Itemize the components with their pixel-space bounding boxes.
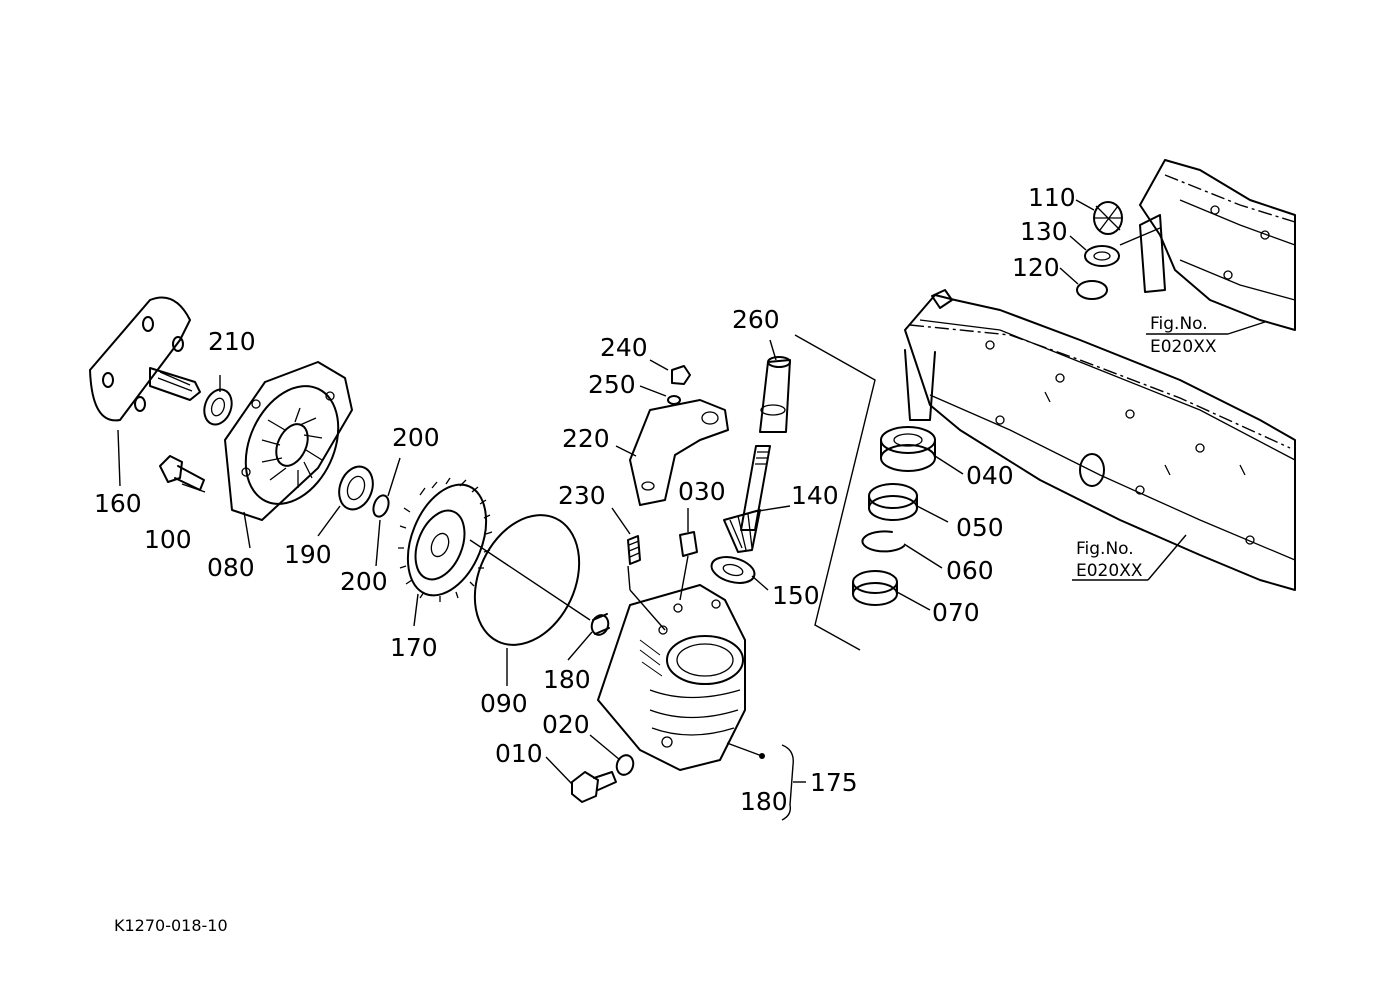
figure-ref-bottom: Fig.No. E020XX (1076, 539, 1143, 581)
callout-180-top: 180 (543, 665, 591, 694)
callout-150: 150 (772, 581, 820, 610)
part-070-bearing (852, 570, 898, 606)
callout-090: 090 (480, 689, 528, 718)
part-050-seal (868, 483, 918, 521)
part-100-bolt (159, 455, 205, 491)
part-230-stud (627, 535, 641, 565)
part-010-bolt (571, 771, 617, 803)
part-120-ring (1076, 280, 1108, 300)
callout-170: 170 (390, 633, 438, 662)
part-110-gear (1093, 201, 1123, 235)
part-180-collar (590, 613, 610, 636)
part-140-pinion-shaft (723, 445, 771, 553)
callout-200-top: 200 (392, 423, 440, 452)
part-250-washer (667, 395, 681, 405)
callout-120: 120 (1012, 253, 1060, 282)
callout-030: 030 (678, 477, 726, 506)
callout-260: 260 (732, 305, 780, 334)
callout-060-text: 060 (946, 556, 994, 585)
inset-assembly (1139, 159, 1296, 331)
part-080-cover (224, 361, 353, 521)
callout-175: 175 (810, 768, 858, 797)
part-030-plug (679, 531, 698, 557)
figure-ref-top-line1: Fig.No. (1150, 314, 1208, 334)
bracket-175 (781, 744, 794, 821)
callout-130: 130 (1020, 217, 1068, 246)
callout-250: 250 (588, 370, 636, 399)
callout-160: 160 (94, 489, 142, 518)
callout-080: 080 (207, 553, 255, 582)
callout-200-bottom: 200 (340, 567, 388, 596)
case-dot (759, 753, 765, 759)
part-210-oil-seal (203, 388, 233, 426)
callout-050: 050 (956, 513, 1004, 542)
callout-040: 040 (966, 461, 1014, 490)
part-170-bevel-gear (398, 477, 493, 602)
part-130-bearing (1084, 245, 1120, 267)
part-150-bearing (710, 556, 756, 584)
callout-210: 210 (208, 327, 256, 356)
figure-ref-bottom-line2: E020XX (1076, 561, 1143, 581)
part-220-arm (629, 399, 729, 506)
callout-070: 070 (932, 598, 980, 627)
callout-010: 010 (495, 739, 543, 768)
part-020-washer (615, 754, 635, 776)
part-190-bearing (338, 465, 374, 511)
figure-ref-top-line2: E020XX (1150, 337, 1217, 357)
figure-code: K1270-018-10 (114, 916, 228, 935)
callout-230: 230 (558, 481, 606, 510)
leader-lines (117, 199, 1266, 785)
part-175-gear-case (597, 584, 746, 771)
callout-100: 100 (144, 525, 192, 554)
bracket-line (794, 334, 876, 651)
callout-labels: 160 100 210 080 190 200 200 170 090 180 … (94, 183, 1076, 816)
figure-ref-bottom-line1: Fig.No. (1076, 539, 1134, 559)
part-240-nut (671, 365, 691, 385)
part-260-collar-tube (759, 356, 791, 433)
part-200-snap-ring (372, 494, 390, 518)
callout-190: 190 (284, 540, 332, 569)
axle-housing (904, 289, 1296, 591)
callout-020: 020 (542, 710, 590, 739)
part-090-o-ring (473, 514, 581, 646)
part-160-flange-shaft (89, 296, 201, 422)
callout-110: 110 (1028, 183, 1076, 212)
inset-outline-dash (1164, 174, 1296, 223)
callout-220: 220 (562, 424, 610, 453)
callout-140: 140 (791, 481, 839, 510)
part-040-bearing (880, 426, 936, 472)
part-060-snap-ring (861, 530, 905, 553)
callout-240: 240 (600, 333, 648, 362)
housing-outline-dash (909, 324, 1291, 449)
figure-ref-top: Fig.No. E020XX (1150, 314, 1217, 357)
callout-180-bottom: 180 (740, 787, 788, 816)
